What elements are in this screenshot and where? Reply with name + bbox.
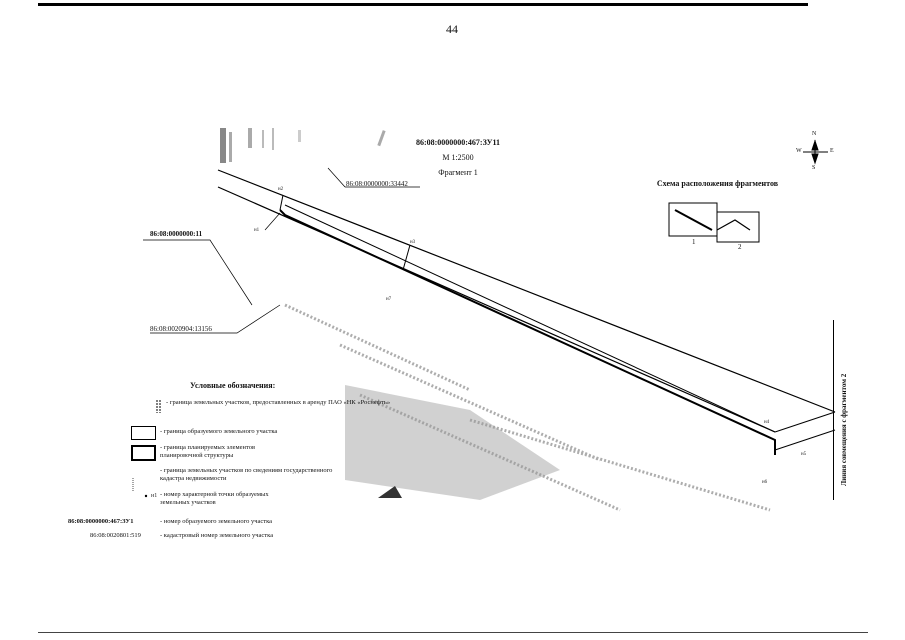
map-scale: М 1:2500 xyxy=(442,153,474,162)
point-label-n7: н7 xyxy=(386,297,392,302)
compass-east: E xyxy=(830,148,834,154)
legend-swatch-planning-elements xyxy=(131,445,156,461)
dark-triangle xyxy=(378,486,402,498)
point-label-n1: н1 xyxy=(254,228,260,233)
point-label-n2: н2 xyxy=(278,187,284,192)
point-label-n3: н3 xyxy=(410,240,416,245)
cadastral-label-11: 86:08:0000000:11 xyxy=(150,230,203,238)
fragment-scheme-inset xyxy=(668,202,760,243)
fragment-join-line-text: Линия совмещения с фрагментом 2 xyxy=(840,373,848,486)
point-label-n6: н6 xyxy=(762,480,768,485)
fragment-join-line-label: Линия совмещения с фрагментом 2 xyxy=(838,328,850,488)
bottom-border-line xyxy=(38,632,868,633)
compass-west: W xyxy=(796,148,802,154)
legend-point-sample: н1 xyxy=(151,493,158,499)
zu-number-title: 86:08:0000000:467:ЗУ11 xyxy=(415,138,501,147)
point-label-n5: н5 xyxy=(801,452,807,457)
inset-title: Схема расположения фрагментов xyxy=(656,179,779,188)
legend-title: Условные обозначения: xyxy=(190,381,276,390)
page-number: 44 xyxy=(446,22,458,36)
point-label-n4: н4 xyxy=(764,420,770,425)
grey-fill-bottom xyxy=(345,385,560,500)
legend-item-point-number: - номер характерной точки образуемых зем… xyxy=(160,491,269,506)
legend-swatch-formed-plot xyxy=(131,426,156,440)
compass-north: N xyxy=(812,131,817,137)
legend-item-planning-elements: - граница планируемых элементов планиров… xyxy=(160,444,256,459)
corridor-boundaries xyxy=(217,169,836,455)
leader-lines xyxy=(143,167,420,334)
legend-item-cadastre-boundary: - граница земельных участков по сведения… xyxy=(160,467,333,482)
inset-fragment-2: 2 xyxy=(738,243,742,251)
legend-zu-sample: 86:08:0000000:467:ЗУ1 xyxy=(68,518,134,525)
legend-cad-sample: 86:08:0020801:519 xyxy=(90,532,141,539)
legend-item-formed-plot-number: - номер образуемого земельного участка xyxy=(160,518,273,525)
legend-item-cadastral-number: - кадастровый номер земельного участка xyxy=(160,532,274,539)
cadastral-label-33442: 86:08:0000000:33442 xyxy=(346,180,408,188)
inset-fragment-1: 1 xyxy=(692,238,696,246)
hatched-area-top-left xyxy=(220,128,386,163)
legend-item-formed-plot: - граница образуемого земельного участка xyxy=(160,428,278,435)
cadastral-label-13156: 86:08:0020904:13156 xyxy=(150,325,212,333)
legend-swatches xyxy=(132,400,161,491)
fragment-join-line xyxy=(833,320,834,500)
fragment-label: Фрагмент 1 xyxy=(438,168,478,177)
compass-rose xyxy=(803,139,828,165)
hatched-strips xyxy=(284,303,771,512)
compass-south: S xyxy=(812,165,816,171)
legend-point-dot xyxy=(144,494,148,498)
top-border-line xyxy=(38,3,808,6)
legend-item-lease-boundary: - граница земельных участков, предоставл… xyxy=(166,399,391,406)
